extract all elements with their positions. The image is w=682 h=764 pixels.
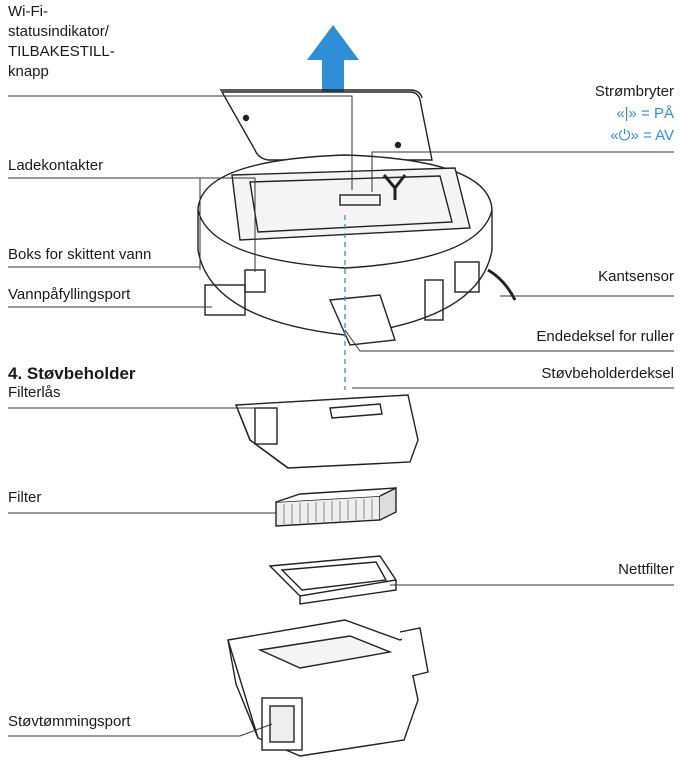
label-roller-end-cover: Endedeksel for ruller: [536, 328, 674, 345]
label-filter: Filter: [8, 489, 42, 506]
section-heading: 4. Støvbeholder: [8, 364, 136, 383]
leader-lines: [8, 95, 674, 737]
label-dust-bin-cover: Støvbeholderdeksel: [541, 365, 674, 382]
label-mesh-filter: Nettfilter: [618, 561, 674, 578]
label-power-switch: Strømbryter: [594, 83, 674, 100]
label-edge-sensor: Kantsensor: [598, 268, 674, 285]
label-charge-contacts: Ladekontakter: [8, 157, 104, 174]
label-wifi: Wi-Fi- statusindikator/ TILBAKESTILL- kn…: [8, 3, 115, 80]
dust-bin-cover: [234, 394, 419, 469]
label-water-fill-port: Vannpåfyllingsport: [8, 286, 131, 303]
robot-body: [197, 154, 517, 346]
filter-part: [275, 486, 397, 527]
dust-bin-body: [227, 619, 429, 757]
label-dust-empty-port: Støvtømmingsport: [8, 713, 131, 730]
label-power-on: «|» = PÅ: [616, 105, 674, 122]
top-cover-lid: [220, 89, 433, 161]
mesh-filter-part: [268, 555, 398, 605]
label-dirty-water-box: Boks for skittent vann: [8, 246, 152, 263]
label-power-off: «⏻» = AV: [610, 127, 674, 144]
label-filter-lock: Filterlås: [8, 384, 61, 401]
